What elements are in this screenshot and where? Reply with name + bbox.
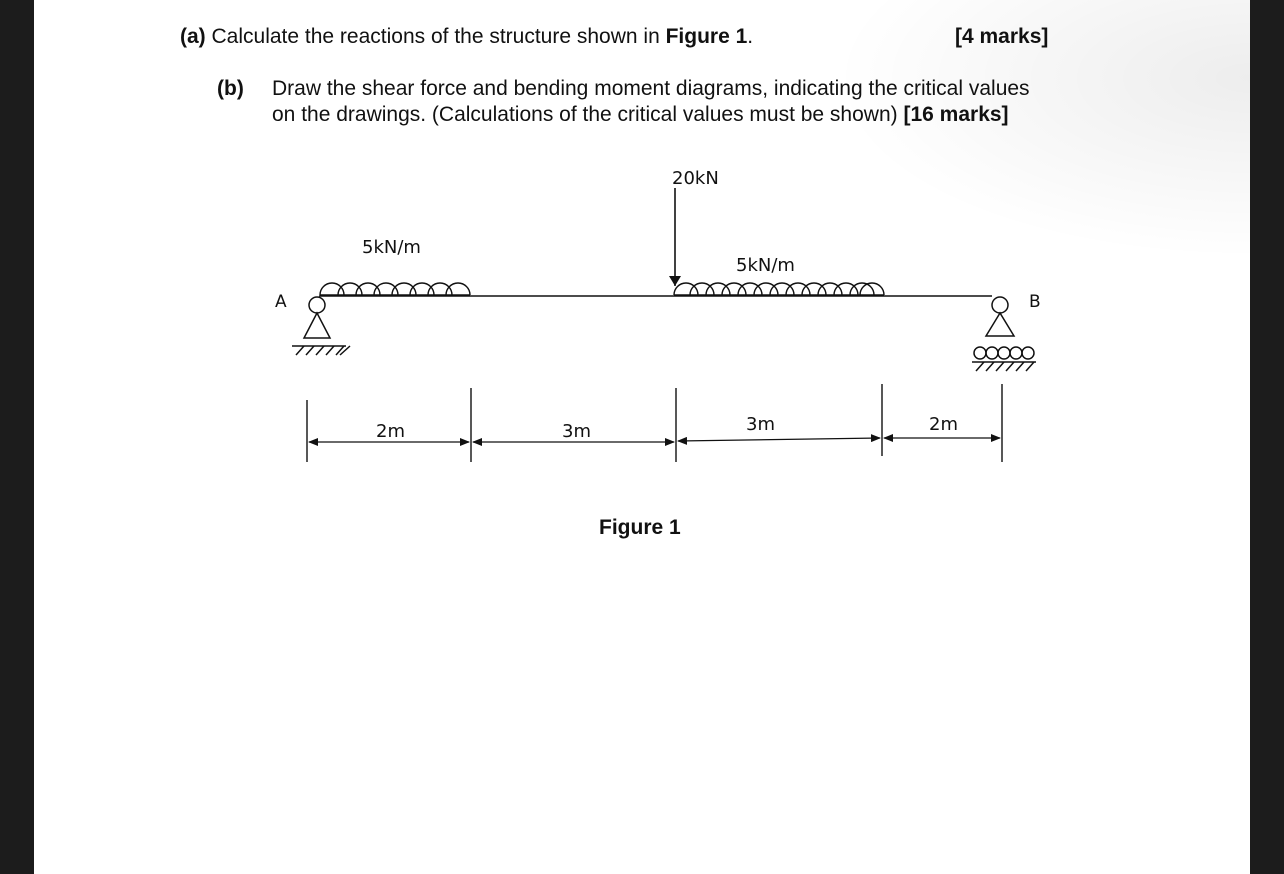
dimension-line-3 xyxy=(677,434,881,445)
question-a-marks: [4 marks] xyxy=(955,25,1049,48)
support-a-pin xyxy=(292,296,351,356)
support-b-roller xyxy=(972,296,1036,372)
question-a-text: Calculate the reactions of the structure… xyxy=(211,25,660,48)
dimension-ticks xyxy=(306,384,1003,462)
figure-caption: Figure 1 xyxy=(599,516,681,539)
question-b-label: (b) xyxy=(217,77,244,100)
dimension-label-3: 3m xyxy=(746,414,775,435)
udl-right-load xyxy=(673,282,885,296)
support-b-label: B xyxy=(1029,292,1041,312)
dimension-label-1: 2m xyxy=(376,421,405,442)
point-load-label: 20kN xyxy=(672,168,719,189)
document-page: (a) Calculate the reactions of the struc… xyxy=(34,0,1250,874)
dimension-label-2: 3m xyxy=(562,421,591,442)
question-a: (a) Calculate the reactions of the struc… xyxy=(180,24,753,50)
udl-left-load xyxy=(319,282,471,296)
question-a-figure-ref: Figure 1 xyxy=(665,25,748,48)
question-b-line1: Draw the shear force and bending moment … xyxy=(272,77,1030,100)
dimension-label-4: 2m xyxy=(929,414,958,435)
question-b-line2: on the drawings. (Calculations of the cr… xyxy=(272,102,1009,128)
udl-left-label: 5kN/m xyxy=(362,237,421,258)
udl-right-label: 5kN/m xyxy=(736,255,795,276)
beam-diagram: 5kN/m 5kN/m 20kN xyxy=(275,168,1041,462)
question-a-period: . xyxy=(747,25,754,48)
question-b-marks: [16 marks] xyxy=(903,103,1009,126)
support-a-label: A xyxy=(275,292,287,312)
question-a-label: (a) xyxy=(180,25,206,48)
question-b-line2-text: on the drawings. (Calculations of the cr… xyxy=(272,103,898,126)
